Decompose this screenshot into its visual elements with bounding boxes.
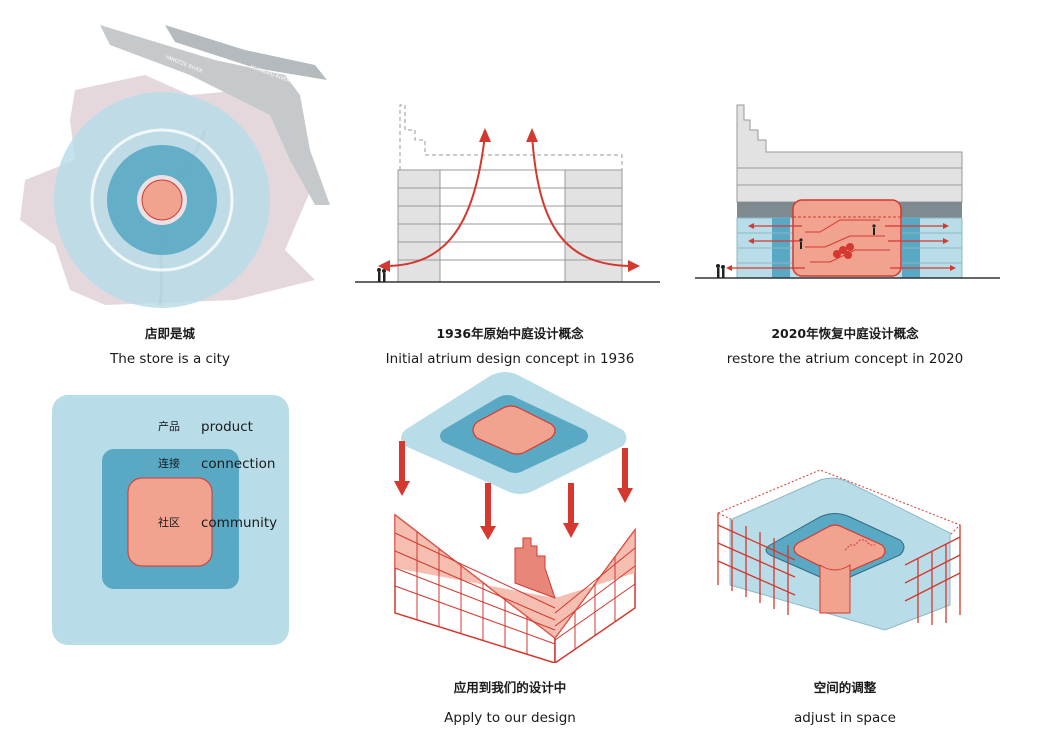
section-2020-illustration (695, 104, 1000, 279)
atrium-core (793, 524, 886, 574)
city-map-illustration: YANGTZE RIVER HUANGPU RIVER (20, 25, 330, 308)
layer-label-zh-connection: 连接 (158, 457, 180, 470)
layer-label-en-community: community (201, 515, 277, 531)
stepped-atrium-wall (514, 537, 556, 599)
apply-design-illustration (394, 372, 636, 663)
down-arrows (394, 441, 633, 540)
floor-lines (398, 187, 622, 261)
layer-community (127, 477, 213, 567)
left-frame (717, 513, 796, 615)
caption-en-2: Initial atrium design concept in 1936 (385, 351, 635, 367)
arrow-heads (378, 128, 640, 272)
caption-zh-6: 空间的调整 (813, 680, 877, 695)
center-core (141, 179, 183, 221)
grey-tower (736, 104, 963, 203)
white-ring (90, 128, 234, 272)
caption-en-1: The store is a city (110, 351, 230, 367)
escalators (805, 219, 890, 263)
facade-grid-right (554, 547, 636, 650)
facade-grid-left (394, 532, 556, 655)
right-frame (904, 525, 961, 625)
dashed-tower-outline (399, 104, 623, 170)
panel-adjust-space (710, 465, 975, 635)
stepped-stairs (844, 539, 875, 551)
caption-zh-2: 1936年原始中庭设计概念 (436, 326, 584, 341)
caption-en-6: adjust in space (794, 710, 896, 726)
panel-1936-section (350, 100, 670, 290)
circulation-arrow-heads (726, 223, 956, 271)
layer-label-zh-community: 社区 (158, 515, 180, 529)
yangtze-river (100, 25, 330, 205)
panel-layers: 产品 product 连接 connection 社区 community (50, 393, 295, 651)
panel-city-map: YANGTZE RIVER HUANGPU RIVER (15, 20, 335, 310)
building-left-facade-fill (395, 515, 555, 638)
people-figure (716, 224, 876, 278)
tower-floor-lines (737, 167, 962, 186)
caption-zh-1: 店即是城 (144, 326, 195, 341)
panel-2020-section (690, 100, 1010, 290)
layers-illustration: 产品 product 连接 connection 社区 community (52, 395, 289, 645)
adjust-space-illustration (716, 469, 961, 631)
people-figure (377, 268, 386, 282)
caption-en-3: restore the atrium concept in 2020 (726, 351, 964, 367)
restored-atrium (792, 199, 902, 277)
panel-apply-design (385, 368, 645, 663)
section-1936-illustration (355, 104, 660, 283)
layer-label-en-connection: connection (201, 456, 275, 472)
circulation-arrows (730, 225, 952, 269)
roof-core (472, 405, 556, 455)
atrium-void (819, 564, 851, 614)
right-block (564, 169, 623, 283)
caption-zh-5: 应用到我们的设计中 (453, 680, 567, 695)
caption-en-5: Apply to our design (444, 710, 576, 726)
layer-label-en-product: product (201, 419, 253, 435)
caption-zh-3: 2020年恢复中庭设计概念 (771, 326, 919, 341)
layer-label-zh-product: 产品 (158, 419, 180, 433)
airflow-arrows (384, 134, 634, 267)
crowd (833, 243, 854, 259)
huangpu-river (165, 25, 327, 80)
